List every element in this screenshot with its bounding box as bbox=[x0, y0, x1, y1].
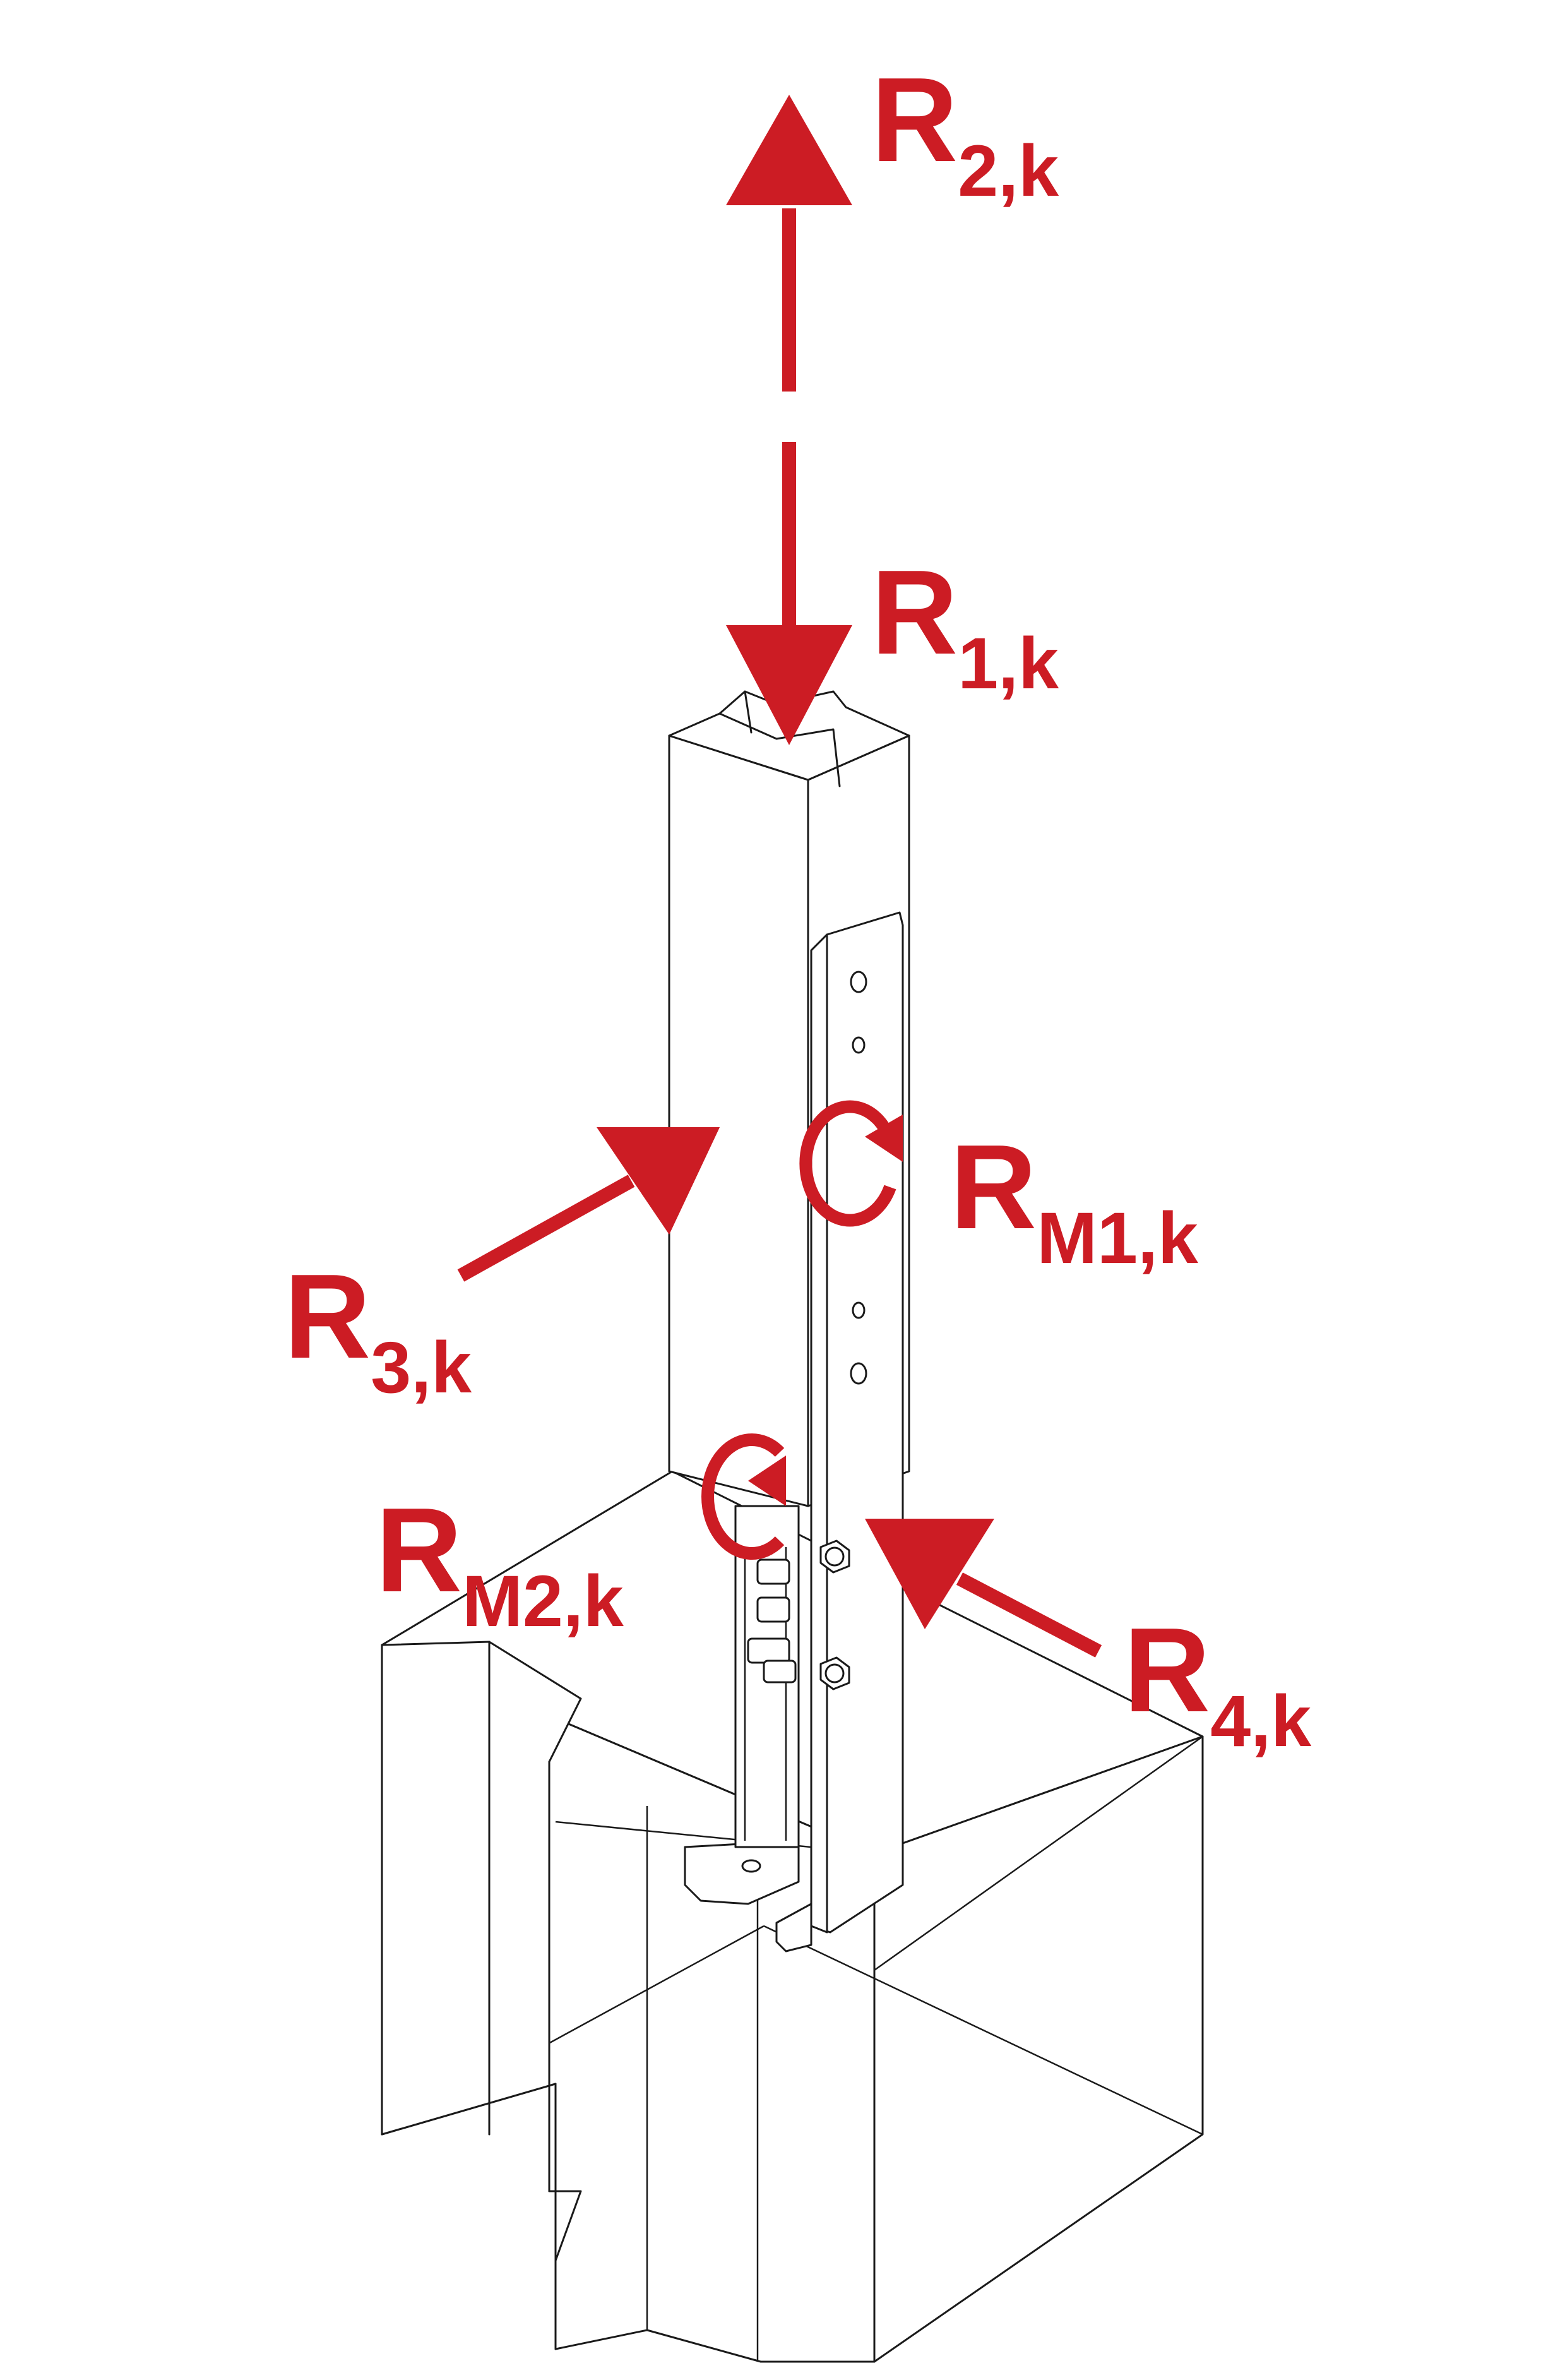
r3-arrow bbox=[457, 1127, 720, 1282]
label-r1: R1,k bbox=[871, 546, 1059, 704]
bolt-lower bbox=[819, 1656, 850, 1690]
label-r4: R4,k bbox=[1124, 1603, 1312, 1762]
rm2-moment-arrow bbox=[701, 1433, 786, 1560]
rm1-moment-arrow bbox=[799, 1100, 903, 1227]
r2-arrow bbox=[726, 95, 852, 392]
concrete-foundation bbox=[381, 1470, 1204, 2363]
r1-arrow bbox=[726, 442, 852, 745]
force-labels: R2,k R1,k RM1,k R3,k RM2,k R4,k bbox=[284, 53, 1312, 1762]
label-rm2: RM2,k bbox=[376, 1483, 624, 1642]
label-r3: R3,k bbox=[284, 1250, 472, 1408]
bolt-upper bbox=[819, 1540, 850, 1574]
steel-bracket bbox=[684, 1505, 812, 1952]
bolt-group-inner bbox=[747, 1558, 797, 1683]
r4-arrow bbox=[865, 1519, 1102, 1658]
label-r2: R2,k bbox=[871, 53, 1059, 212]
force-arrows bbox=[457, 95, 1102, 1658]
label-rm1: RM1,k bbox=[950, 1120, 1199, 1279]
side-steel-plate bbox=[810, 911, 904, 1934]
